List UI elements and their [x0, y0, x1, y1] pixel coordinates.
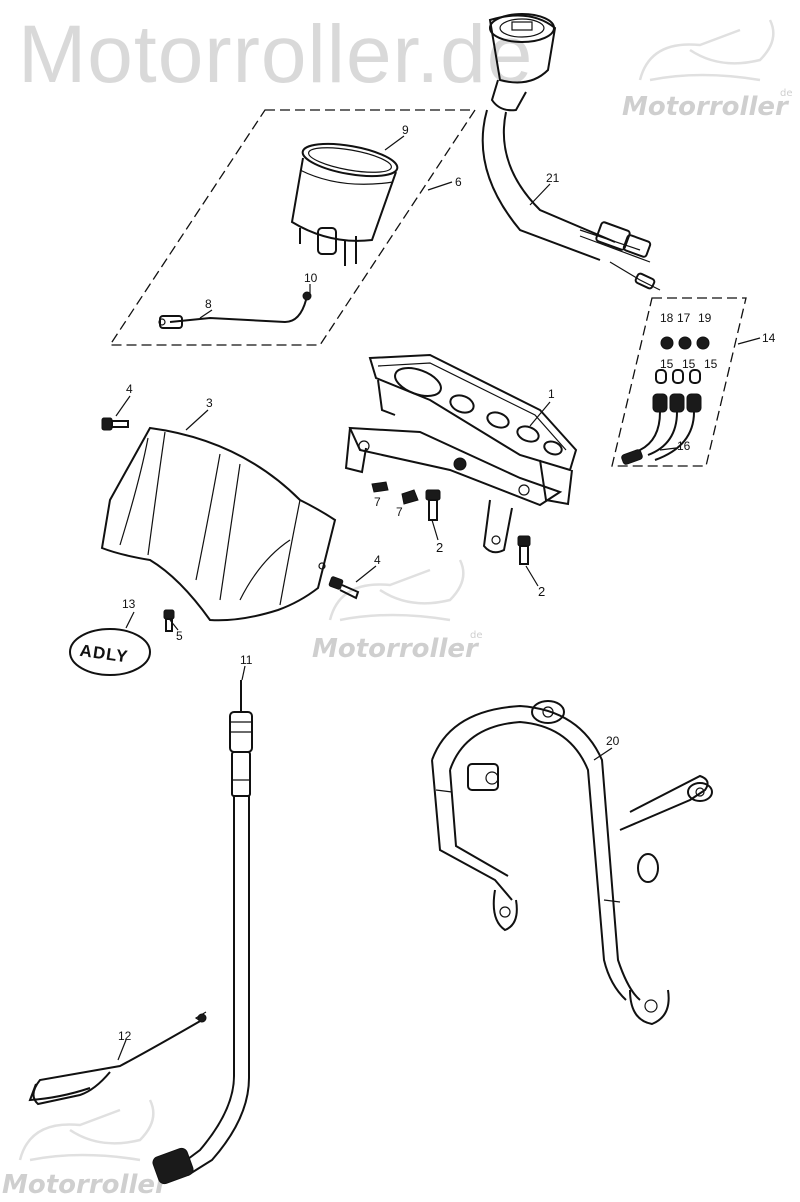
callout-21: 21: [546, 171, 560, 185]
callout-15c: 15: [704, 357, 718, 371]
watermark-header: Motorroller.de: [18, 9, 534, 100]
bolts-2: [425, 489, 531, 565]
adly-badge-text: ADLY: [79, 641, 130, 667]
callout-7b: 7: [396, 505, 403, 519]
callout-13: 13: [122, 597, 136, 611]
watermark-logo-middle: Motorroller: [312, 634, 478, 664]
callout-15a: 15: [660, 357, 674, 371]
callout-5: 5: [176, 629, 183, 643]
callout-17: 17: [677, 311, 691, 325]
watermark-logo-top-right: Motorroller: [622, 92, 788, 122]
callout-4-right: 4: [374, 553, 381, 567]
callout-11: 11: [240, 653, 253, 667]
dashboard-cover: [100, 426, 337, 622]
screw-5: [163, 609, 175, 632]
callout-10: 10: [304, 271, 318, 285]
callout-18: 18: [660, 311, 674, 325]
bulb-group-box: [611, 297, 747, 467]
callout-19: 19: [698, 311, 712, 325]
sensor-wire: [158, 291, 312, 329]
watermark-logo-bottom-left: Motorroller: [2, 1170, 168, 1200]
callout-6: 6: [455, 175, 462, 189]
handlebar-mount-tube: [431, 700, 713, 1026]
callout-1: 1: [548, 387, 555, 401]
speedometer-gauge: [290, 142, 399, 266]
callout-4-top: 4: [126, 382, 133, 396]
ignition-switch: [481, 13, 661, 291]
callout-15b: 15: [682, 357, 696, 371]
callout-14: 14: [762, 331, 776, 345]
watermark-scooter-icon-top: [638, 19, 775, 82]
leader-lines: [115, 135, 761, 1061]
speedometer-cable: [152, 680, 253, 1185]
callout-9: 9: [402, 123, 409, 137]
callout-8: 8: [205, 297, 212, 311]
screw-4-right: [328, 576, 360, 600]
instrument-bracket: [344, 353, 578, 554]
screw-4-top: [101, 417, 129, 431]
callout-2a: 2: [436, 540, 443, 555]
callout-numbers: 9 6 10 8 21 18 17 19 14 15 15 15 16 1 4 …: [118, 123, 776, 1043]
adly-badge: ADLY: [69, 628, 151, 676]
cable-guide: [28, 1011, 207, 1106]
callout-20: 20: [606, 734, 620, 748]
bulbs: [655, 369, 701, 384]
callout-2b: 2: [538, 584, 545, 599]
bulb-caps: [660, 336, 710, 350]
watermark-scooter-icon-middle: [328, 559, 465, 622]
watermark-logo-top-right-sup: de: [780, 88, 793, 99]
bulb-sockets-harness: [621, 393, 702, 465]
watermark-logo-middle-sup: de: [470, 630, 483, 641]
callout-7a: 7: [374, 495, 381, 509]
callout-3: 3: [206, 396, 213, 410]
callout-16: 16: [677, 439, 691, 453]
speedometer-group-box: [108, 109, 477, 346]
clips-7: [371, 481, 419, 505]
watermark-scooter-icon-bottom: [18, 1099, 155, 1162]
callout-12: 12: [118, 1029, 132, 1043]
